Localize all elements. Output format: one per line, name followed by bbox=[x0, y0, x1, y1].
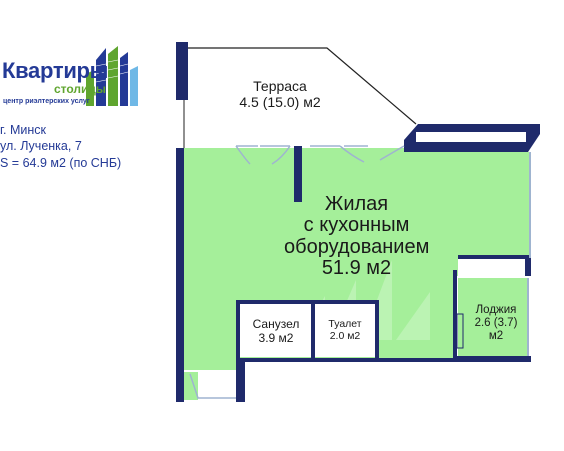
loggia-name: Лоджия bbox=[475, 304, 517, 316]
building-icon bbox=[86, 46, 138, 106]
address-street: ул. Лученка, 7 bbox=[0, 139, 82, 153]
bathroom-label: Санузел 3.9 м2 bbox=[240, 317, 312, 346]
living-room-line1: Жилая bbox=[324, 193, 389, 215]
loggia-area-text: 2.6 (3.7) bbox=[474, 317, 518, 330]
logo-skyscrapers bbox=[86, 46, 138, 106]
terrace-area: 4.5 (15.0) м2 bbox=[239, 94, 321, 111]
bay-window-glass bbox=[416, 132, 526, 142]
walls bbox=[176, 42, 531, 402]
loggia-door bbox=[456, 313, 464, 349]
bathroom-area bbox=[237, 304, 311, 357]
living-room-line3: оборудованием bbox=[284, 235, 430, 258]
brand-sub: столицы bbox=[54, 82, 107, 96]
loggia-label: Лоджия 2.6 (3.7) м2 bbox=[466, 304, 526, 344]
bathroom-name: Санузел bbox=[252, 317, 300, 331]
toilet-name: Туалет bbox=[328, 318, 362, 330]
terrace-name: Терраса bbox=[253, 78, 307, 94]
toilet-label: Туалет 2.0 м2 bbox=[316, 318, 374, 342]
entry-area bbox=[184, 372, 198, 400]
brand-name: Квартиры bbox=[2, 58, 109, 83]
living-room-label: Жилая с кухонным оборудованием 51.9 м2 bbox=[284, 193, 430, 280]
toilet-area-text: 2.0 м2 bbox=[329, 330, 361, 343]
living-room-area-text: 51.9 м2 bbox=[321, 257, 392, 280]
address-area: S = 64.9 м2 (по СНБ) bbox=[0, 156, 122, 170]
brand-tagline: центр риэлтерских услуг bbox=[3, 98, 90, 105]
entry-door bbox=[189, 373, 199, 399]
terrace-outline bbox=[184, 47, 417, 125]
terrace-label: Терраса 4.5 (15.0) м2 bbox=[230, 78, 330, 110]
terrace-doors bbox=[235, 145, 405, 165]
living-room-line2: с кухонным bbox=[303, 214, 410, 237]
loggia-area bbox=[458, 278, 528, 356]
address-city: г. Минск bbox=[0, 123, 46, 137]
toilet-area bbox=[315, 304, 375, 357]
loggia-unit: м2 bbox=[488, 330, 504, 343]
bathroom-area-text: 3.9 м2 bbox=[258, 330, 294, 345]
